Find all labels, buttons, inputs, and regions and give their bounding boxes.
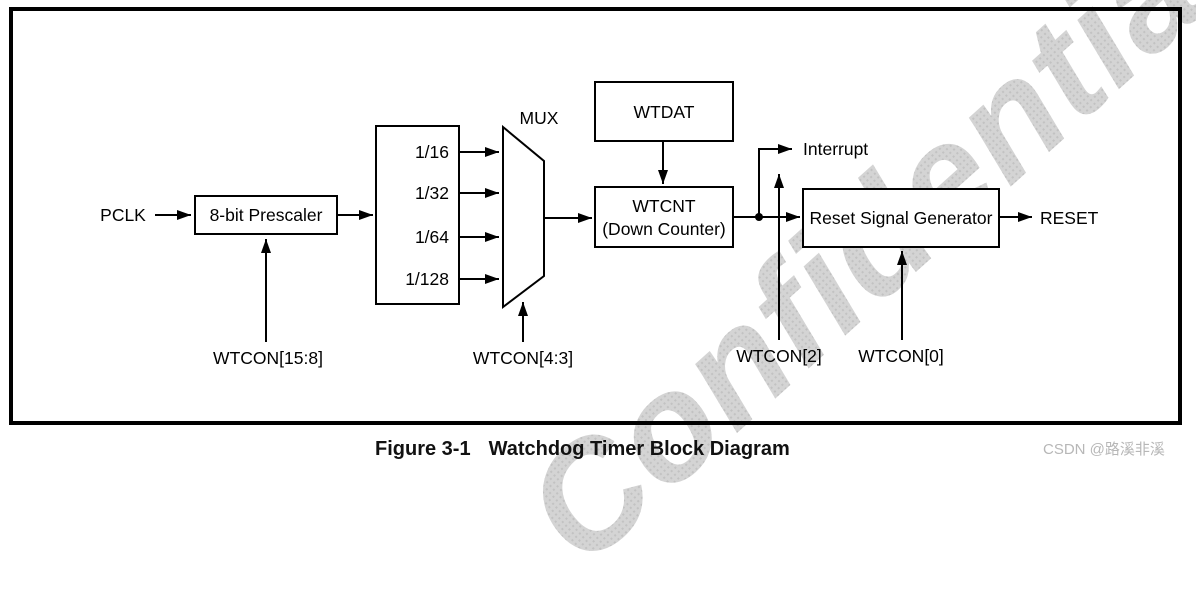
wtcnt-label: WTCNT [632, 196, 695, 216]
wtdat-block [594, 81, 734, 142]
wtcnt-block [594, 186, 734, 248]
wtcon-15-8-label: WTCON[15:8] [213, 348, 323, 368]
divider-tap-label: 1/64 [415, 227, 449, 247]
figure-stage: Confidential PC [9, 0, 1196, 595]
mux-shape [502, 124, 545, 310]
reset-label: RESET [1040, 208, 1099, 228]
figure-number: Figure 3-1 [375, 438, 471, 460]
prescaler-label: 8-bit Prescaler [210, 205, 323, 225]
mux-label: MUX [520, 108, 559, 128]
csdn-credit-watermark: CSDN @路溪非溪 [1043, 441, 1165, 458]
wtdat-label: WTDAT [634, 102, 695, 122]
figure-caption: Figure 3-1 Watchdog Timer Block Diagram [375, 438, 790, 461]
divider-tap-label: 1/32 [415, 183, 449, 203]
divider-tap-label: 1/128 [405, 269, 449, 289]
diagram-frame [9, 7, 1182, 425]
wtcon-0-label: WTCON[0] [858, 346, 944, 366]
divider-tap-label: 1/16 [415, 142, 449, 162]
clock-divider-block [375, 125, 460, 305]
pclk-label: PCLK [100, 205, 146, 225]
watchdog-block-diagram: PCLK 8-bit Prescaler 1/16 1/32 1/64 1/12… [9, 7, 1182, 425]
arrow-branch-to-interrupt [758, 144, 792, 217]
reset-generator-block [802, 188, 1000, 248]
interrupt-label: Interrupt [803, 139, 868, 159]
reset-generator-label: Reset Signal Generator [810, 208, 993, 228]
wtcnt-sublabel: (Down Counter) [602, 219, 726, 239]
prescaler-block [194, 195, 338, 235]
figure-title: Watchdog Timer Block Diagram [488, 438, 790, 460]
wtcon-4-3-label: WTCON[4:3] [473, 348, 573, 368]
wtcon-2-label: WTCON[2] [736, 346, 822, 366]
